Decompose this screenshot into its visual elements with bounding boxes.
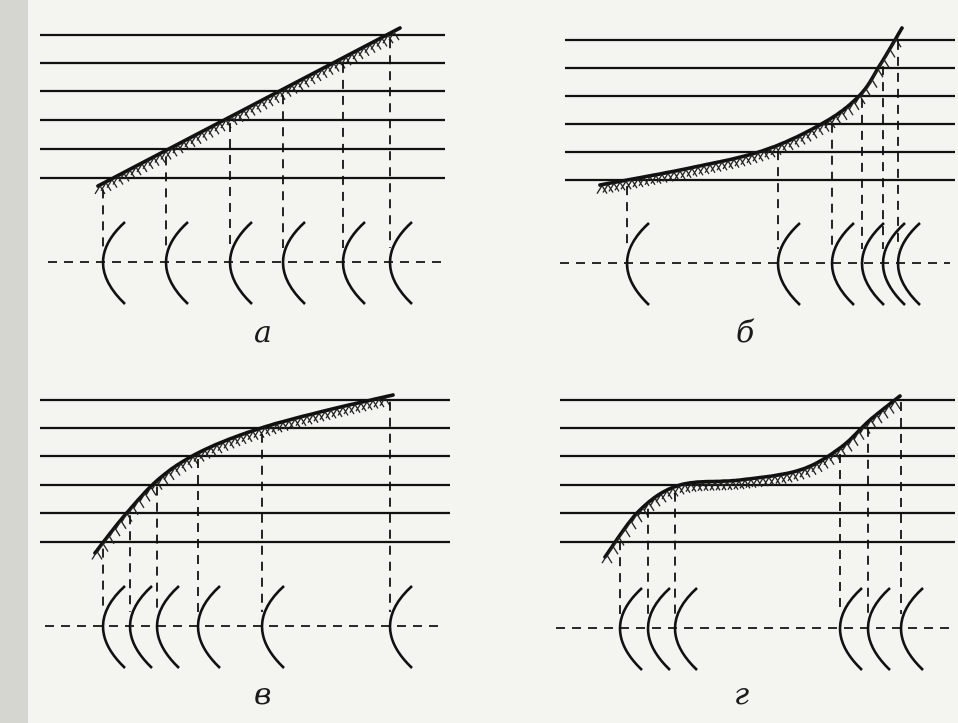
panel-a-lens-arc	[164, 221, 189, 305]
panel-v-lens-arc	[155, 585, 180, 669]
panel-a-lens-arc	[228, 221, 253, 305]
panel-label-a: а	[254, 315, 272, 350]
panel-b	[560, 26, 955, 306]
panel-g-lens-arc	[618, 587, 643, 671]
panel-v	[40, 393, 450, 669]
panel-g	[556, 394, 955, 671]
panel-v-lens-arc	[388, 585, 413, 669]
panel-a-lens-arc	[341, 221, 366, 305]
panel-v-lens-arc	[260, 585, 285, 669]
panel-g-lens-arc	[838, 587, 863, 671]
panel-g-lens-arc	[646, 587, 671, 671]
panel-a-surface-curve	[96, 26, 402, 188]
panel-b-lens-arc	[776, 222, 801, 306]
panel-label-v: в	[254, 677, 272, 712]
panel-label-b: б	[736, 315, 755, 350]
panel-v-lens-arc	[196, 585, 221, 669]
panel-b-lens-arc	[860, 222, 885, 306]
panel-label-g: г	[734, 677, 750, 712]
panel-v-hatching	[91, 397, 391, 560]
panel-g-hatching	[601, 400, 901, 564]
panel-v-lens-arc	[128, 585, 153, 669]
panel-v-surface-curve	[93, 393, 395, 555]
panel-a	[40, 26, 445, 305]
panel-b-lens-arc	[881, 222, 906, 306]
panel-v-lens-arc	[101, 585, 126, 669]
panel-a-lens-arc	[388, 221, 413, 305]
panel-b-lens-arc	[896, 222, 921, 306]
panel-g-lens-arc	[866, 587, 891, 671]
page-edge-shadow	[0, 0, 28, 723]
panel-g-lens-arc	[899, 587, 924, 671]
panel-b-lens-arc	[830, 222, 855, 306]
panels-layer	[40, 26, 955, 671]
panel-a-lens-arc	[281, 221, 306, 305]
panel-g-surface-curve	[603, 394, 902, 559]
panel-b-hatching	[596, 38, 902, 194]
panel-a-lens-arc	[101, 221, 126, 305]
panel-g-lens-arc	[673, 587, 698, 671]
panel-a-hatching	[94, 31, 400, 195]
panel-b-lens-arc	[625, 222, 650, 306]
